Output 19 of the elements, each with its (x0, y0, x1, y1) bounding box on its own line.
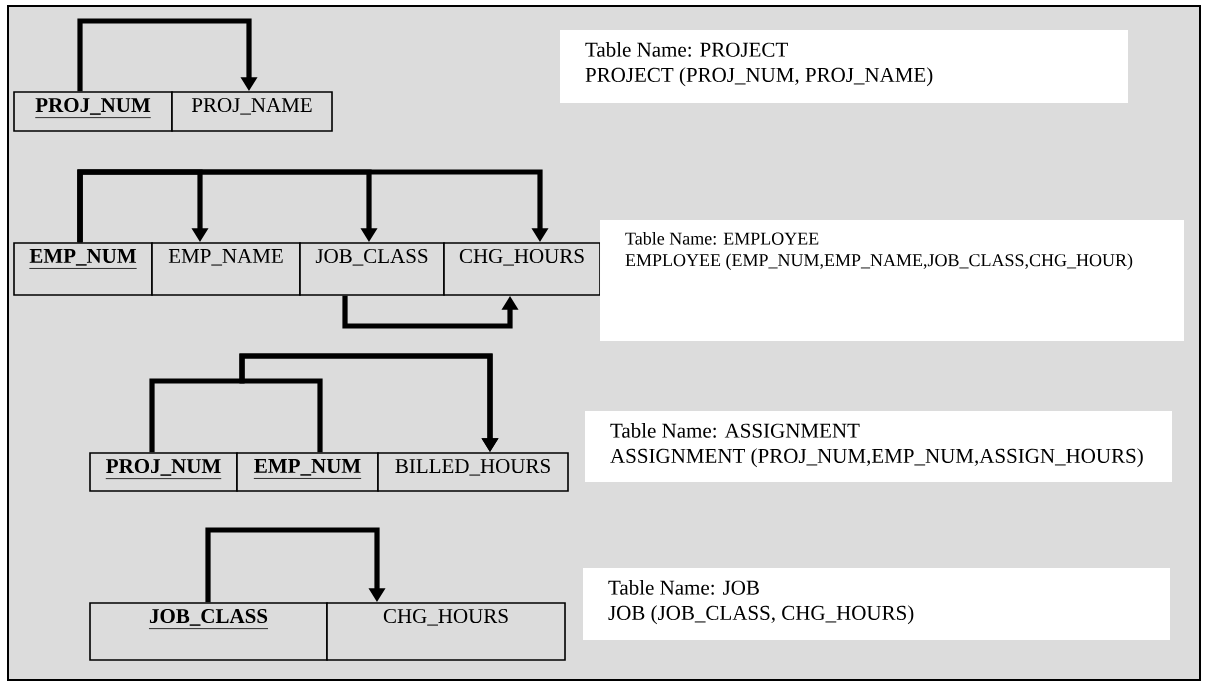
attribute-cell: JOB_CLASS (299, 242, 445, 296)
attribute-cell: EMP_NAME (151, 242, 301, 296)
attribute-cell: CHG_HOURS (443, 242, 601, 296)
note-box: Table Name: JOB JOB (JOB_CLASS, CHG_HOURS) (583, 568, 1170, 640)
dependency-arrow (77, 18, 258, 92)
attribute-cell: CHG_HOURS (326, 602, 566, 661)
dependency-arrow (205, 527, 386, 603)
dependency-arrow (239, 353, 499, 453)
attribute-cell: BILLED_HOURS (377, 452, 569, 492)
key-attribute-cell: PROJ_NUM (89, 452, 238, 492)
key-attribute-cell: EMP_NUM (236, 452, 379, 492)
key-attribute-cell: PROJ_NUM (13, 91, 173, 132)
note-box: Table Name: EMPLOYEE EMPLOYEE (EMP_NUM,EMP_NAME,JOB_CLASS,CHG_HOUR) (600, 220, 1184, 341)
key-attribute-cell: JOB_CLASS (89, 602, 328, 661)
key-attribute-cell: EMP_NUM (13, 242, 153, 296)
note-box: Table Name: PROJECT PROJECT (PROJ_NUM, PROJ_NAME) (560, 30, 1128, 103)
dependency-arrow (77, 169, 549, 243)
note-box: Table Name: ASSIGNMENT ASSIGNMENT (PROJ_NUM,EMP_NUM,ASSIGN_HOURS) (585, 411, 1172, 482)
attribute-cell: PROJ_NAME (171, 91, 333, 132)
